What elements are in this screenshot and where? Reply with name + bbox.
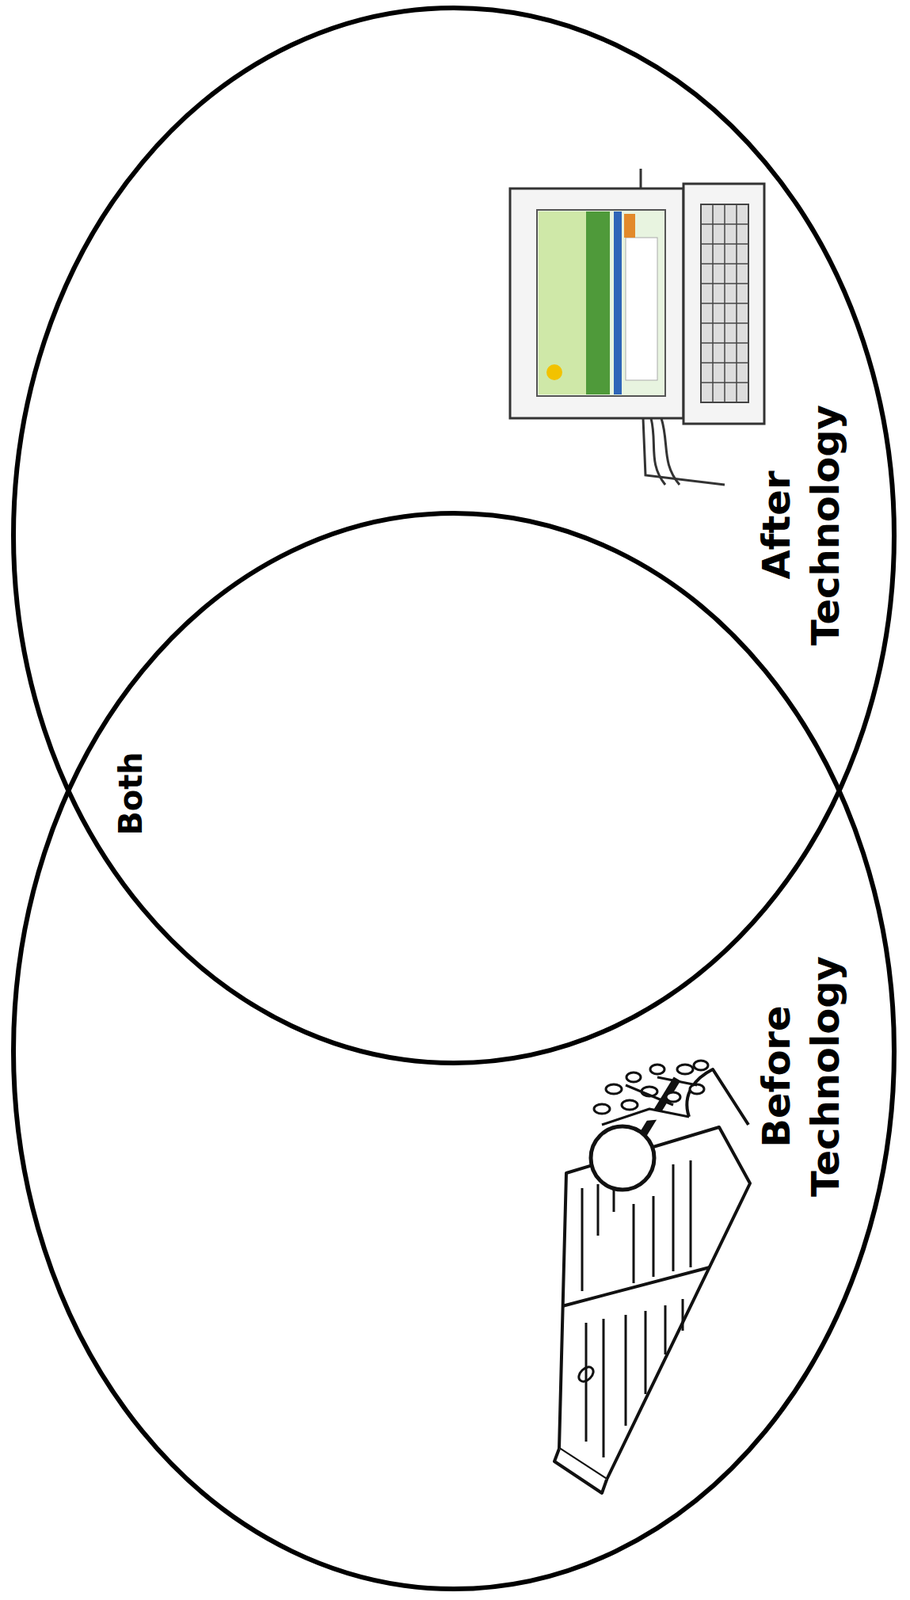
circle-label: Before Technology bbox=[751, 917, 851, 1235]
circle-shape bbox=[13, 513, 895, 1589]
circle-shape bbox=[13, 7, 895, 1063]
overlap-label: Both bbox=[110, 714, 152, 873]
venn-circle: After Technology bbox=[10, 4, 898, 1067]
circle-label: After Technology bbox=[751, 390, 851, 660]
book-illustration bbox=[554, 1060, 751, 1493]
computer-illustration bbox=[510, 168, 765, 485]
venn-circle: Before Technology bbox=[10, 510, 898, 1592]
